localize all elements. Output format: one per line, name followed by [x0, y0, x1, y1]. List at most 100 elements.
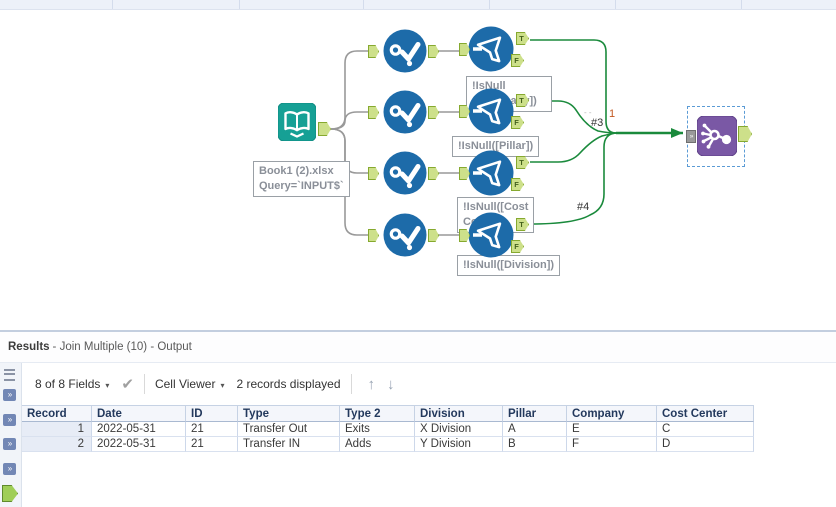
column-header[interactable]: ID	[186, 405, 238, 422]
table-cell[interactable]: 21	[186, 422, 238, 437]
connection-wire	[330, 50, 459, 236]
filter-tool-4[interactable]: T F	[459, 212, 529, 263]
records-displayed-label: 2 records displayed	[236, 377, 341, 391]
wire-arrowhead	[671, 128, 683, 138]
filter-icon	[468, 150, 514, 196]
output-anchor[interactable]	[428, 45, 439, 58]
chevron-down-icon: ▾	[220, 380, 225, 390]
filter-icon	[468, 26, 514, 72]
filter-tool-3[interactable]: T F	[459, 150, 529, 201]
canvas-top-strip	[0, 0, 836, 10]
table-cell[interactable]: Adds	[340, 437, 415, 452]
column-header[interactable]: Division	[415, 405, 503, 422]
wire-label-dashes: - -	[584, 108, 592, 117]
table-cell[interactable]: B	[503, 437, 567, 452]
input-anchor[interactable]	[368, 45, 379, 58]
input-anchor[interactable]	[368, 167, 379, 180]
fields-dropdown[interactable]: 8 of 8 Fields ▾	[35, 377, 110, 391]
results-title-secondary: - Join Multiple (10) - Output	[52, 341, 192, 353]
table-cell[interactable]: 21	[186, 437, 238, 452]
table-cell[interactable]: 2022-05-31	[92, 437, 186, 452]
table-cell[interactable]: Transfer IN	[238, 437, 340, 452]
join-multiple-icon	[696, 115, 738, 157]
column-header[interactable]: Company	[567, 405, 657, 422]
filter-icon	[468, 88, 514, 134]
input-anchor[interactable]	[459, 167, 470, 180]
output-anchor-indicator-icon[interactable]	[2, 485, 18, 502]
table-cell[interactable]: D	[657, 437, 754, 452]
expand-pane-button-2[interactable]: »	[3, 414, 16, 426]
apply-check-icon[interactable]: ✔	[121, 376, 134, 393]
true-anchor[interactable]: T	[516, 156, 529, 169]
expand-pane-button-4[interactable]: »	[3, 463, 16, 475]
workflow-canvas[interactable]: #3 1 - - #4 Book1 (2).xlsx Query=`INPUT$…	[0, 0, 836, 330]
true-anchor[interactable]: T	[516, 218, 529, 231]
false-anchor[interactable]: F	[511, 116, 524, 129]
table-cell[interactable]: E	[567, 422, 657, 437]
chevron-down-icon: ▾	[105, 380, 110, 390]
table-cell[interactable]: Y Division	[415, 437, 503, 452]
output-anchor[interactable]	[428, 167, 439, 180]
column-header[interactable]: Type 2	[340, 405, 415, 422]
table-cell[interactable]: Transfer Out	[238, 422, 340, 437]
false-anchor[interactable]: F	[511, 240, 524, 253]
column-header[interactable]: Record	[22, 405, 92, 422]
expand-pane-button-1[interactable]: »	[3, 389, 16, 401]
output-anchor[interactable]	[318, 122, 331, 136]
table-cell[interactable]: X Division	[415, 422, 503, 437]
column-header[interactable]: Type	[238, 405, 340, 422]
filter-annotation-pillar[interactable]: !IsNull([Pillar])	[452, 136, 540, 157]
table-cell[interactable]: 2	[22, 437, 92, 452]
table-cell[interactable]: 2022-05-31	[92, 422, 186, 437]
table-cell[interactable]: Exits	[340, 422, 415, 437]
table-cell[interactable]: A	[503, 422, 567, 437]
select-icon	[383, 90, 427, 134]
input-anchor[interactable]	[368, 106, 379, 119]
output-anchor[interactable]	[428, 106, 439, 119]
input-annotation[interactable]: Book1 (2).xlsx Query=`INPUT$`	[253, 161, 350, 197]
select-tool-3[interactable]	[368, 151, 439, 200]
cell-viewer-dropdown[interactable]: Cell Viewer ▾	[154, 377, 225, 391]
results-title-primary: Results	[8, 341, 50, 353]
input-anchor[interactable]	[368, 229, 379, 242]
false-anchor[interactable]: F	[511, 178, 524, 191]
wire-label-count: 1	[609, 108, 616, 120]
results-menu-icon[interactable]	[4, 369, 15, 381]
table-cell[interactable]: F	[567, 437, 657, 452]
select-tool-1[interactable]	[368, 29, 439, 78]
arrow-down-icon[interactable]: ↓	[387, 375, 395, 393]
output-anchor[interactable]	[428, 229, 439, 242]
results-panel: Results - Join Multiple (10) - Output » …	[0, 330, 836, 507]
true-anchor[interactable]: T	[516, 32, 529, 45]
arrow-up-icon[interactable]: ↑	[367, 375, 376, 393]
select-icon	[383, 151, 427, 195]
input-anchor[interactable]	[459, 229, 470, 242]
select-tool-2[interactable]	[368, 90, 439, 139]
select-icon	[383, 29, 427, 73]
filter-tool-2[interactable]: T F	[459, 88, 529, 139]
input-data-icon	[277, 102, 317, 142]
join-multiple-tool[interactable]: »	[686, 115, 752, 161]
table-cell[interactable]: 1	[22, 422, 92, 437]
select-tool-4[interactable]	[368, 213, 439, 262]
true-anchor[interactable]: T	[516, 94, 529, 107]
toolbar-separator	[350, 374, 352, 394]
output-anchor[interactable]	[738, 126, 752, 142]
filter-annotation-division[interactable]: !IsNull([Division])	[457, 255, 561, 276]
expand-pane-button-3[interactable]: »	[3, 438, 16, 450]
table-cell[interactable]: C	[657, 422, 754, 437]
results-title: Results - Join Multiple (10) - Output	[0, 332, 836, 363]
input-anchor[interactable]	[459, 105, 470, 118]
column-header[interactable]: Cost Center	[657, 405, 754, 422]
join-input-anchor[interactable]: »	[686, 130, 696, 143]
column-header[interactable]: Date	[92, 405, 186, 422]
wire-label-branch4: #4	[577, 201, 590, 213]
input-data-tool[interactable]	[277, 102, 331, 146]
input-anchor[interactable]	[459, 43, 470, 56]
column-header[interactable]: Pillar	[503, 405, 567, 422]
false-anchor[interactable]: F	[511, 54, 524, 67]
filter-tool-1[interactable]: T F	[459, 26, 529, 77]
